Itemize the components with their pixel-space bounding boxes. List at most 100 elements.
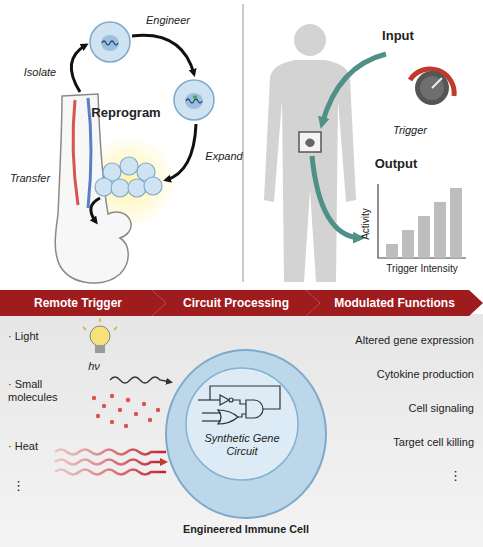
wire bbox=[198, 399, 220, 400]
ellipsis: ⋮ bbox=[449, 468, 462, 483]
banner-arrow bbox=[0, 290, 166, 316]
dot bbox=[96, 414, 100, 418]
symbol-label: hν bbox=[88, 360, 100, 373]
bar bbox=[402, 230, 414, 258]
list-item: · Small molecules bbox=[8, 378, 80, 404]
cell bbox=[174, 80, 214, 120]
input-arrow bbox=[322, 54, 386, 124]
vein bbox=[73, 100, 78, 205]
molecules bbox=[92, 394, 160, 428]
head bbox=[294, 24, 326, 56]
node-shape bbox=[184, 366, 300, 482]
divider bbox=[242, 4, 244, 282]
dot bbox=[118, 408, 122, 412]
dot bbox=[92, 396, 96, 400]
bar bbox=[434, 202, 446, 258]
bar bbox=[386, 244, 398, 258]
dot bbox=[110, 420, 114, 424]
wire bbox=[233, 400, 246, 404]
axis-label: Trigger Intensity bbox=[386, 263, 457, 275]
feedback-wire bbox=[210, 386, 280, 409]
nucleus-outline bbox=[186, 368, 298, 480]
cell-membrane bbox=[166, 350, 326, 518]
bulb-base bbox=[95, 345, 105, 353]
banner-arrow: Circuit Processing bbox=[152, 290, 320, 316]
organ-box bbox=[299, 132, 321, 152]
bar bbox=[450, 188, 462, 258]
light-wave bbox=[110, 377, 170, 383]
ray bbox=[114, 327, 117, 330]
node-text: Remote Trigger bbox=[34, 296, 122, 310]
step-label: Transfer bbox=[10, 172, 50, 185]
not-bubble bbox=[229, 398, 233, 402]
ray bbox=[83, 327, 86, 330]
cell bbox=[111, 179, 129, 197]
knob-face bbox=[420, 76, 444, 100]
node-text: Engineered Immune Cell bbox=[154, 522, 338, 536]
wire bbox=[202, 412, 221, 413]
bars bbox=[386, 188, 462, 258]
dna bbox=[186, 99, 202, 103]
dot bbox=[148, 418, 152, 422]
dot bbox=[126, 398, 130, 402]
step-label: Engineer bbox=[146, 14, 190, 27]
cycle-arrow bbox=[166, 124, 196, 180]
dot bbox=[102, 404, 106, 408]
immune-cell: Engineered Immune Cell Synthetic Gene Cir… bbox=[154, 348, 338, 546]
or-gate bbox=[218, 410, 238, 424]
cell bbox=[128, 179, 146, 197]
dot bbox=[134, 412, 138, 416]
step-label: Isolate bbox=[24, 66, 56, 79]
list-item: Target cell killing bbox=[393, 436, 474, 449]
node-text: Circuit Processing bbox=[183, 296, 289, 310]
cycle-arrow bbox=[91, 198, 100, 222]
banner-arrow: Remote Trigger bbox=[0, 290, 166, 316]
cycle-arrow bbox=[71, 45, 86, 92]
bulb-glass bbox=[90, 326, 110, 346]
bulb bbox=[83, 318, 117, 353]
dna bbox=[102, 41, 118, 45]
node-text: Modulated Functions bbox=[334, 296, 455, 310]
tumor bbox=[305, 139, 315, 148]
logic-circuit bbox=[198, 386, 280, 424]
arm bbox=[55, 94, 131, 283]
heat-wave bbox=[55, 450, 166, 455]
ray bbox=[99, 318, 100, 322]
cycle-arrow bbox=[132, 35, 194, 74]
panel-label: Input bbox=[382, 28, 414, 43]
cell-cluster bbox=[95, 157, 162, 197]
dot bbox=[142, 402, 146, 406]
cell-nucleus: Synthetic Gene Circuit bbox=[184, 366, 300, 482]
nucleus bbox=[101, 35, 119, 51]
body bbox=[264, 60, 356, 282]
cycle-arrows bbox=[71, 35, 196, 222]
chart-axes bbox=[378, 184, 466, 258]
heat-wave bbox=[55, 460, 164, 465]
cell bbox=[120, 157, 138, 175]
insert bbox=[193, 96, 197, 99]
panel bbox=[0, 314, 483, 547]
banner-arrow bbox=[152, 290, 320, 316]
cell bbox=[95, 178, 113, 196]
banner-arrow bbox=[306, 290, 483, 316]
list-item: · Heat bbox=[8, 440, 38, 453]
list-item: Altered gene expression bbox=[355, 334, 474, 347]
list-item: · Light bbox=[8, 330, 39, 343]
wire bbox=[202, 420, 221, 421]
cell bbox=[144, 177, 162, 195]
knob bbox=[415, 71, 449, 105]
knob-label: Trigger bbox=[393, 124, 427, 137]
cell bbox=[90, 22, 130, 62]
list-item: Cell signaling bbox=[409, 402, 474, 415]
bar bbox=[418, 216, 430, 258]
cycle-title: Reprogram bbox=[91, 105, 160, 120]
nucleus bbox=[185, 93, 203, 109]
vein bbox=[88, 98, 91, 208]
heat-wave bbox=[55, 470, 166, 475]
heat-waves bbox=[55, 450, 166, 475]
node-text: Synthetic Gene Circuit bbox=[194, 432, 290, 458]
not-gate bbox=[220, 395, 229, 405]
list-item: Cytokine production bbox=[377, 368, 474, 381]
knob-mark bbox=[432, 78, 442, 88]
